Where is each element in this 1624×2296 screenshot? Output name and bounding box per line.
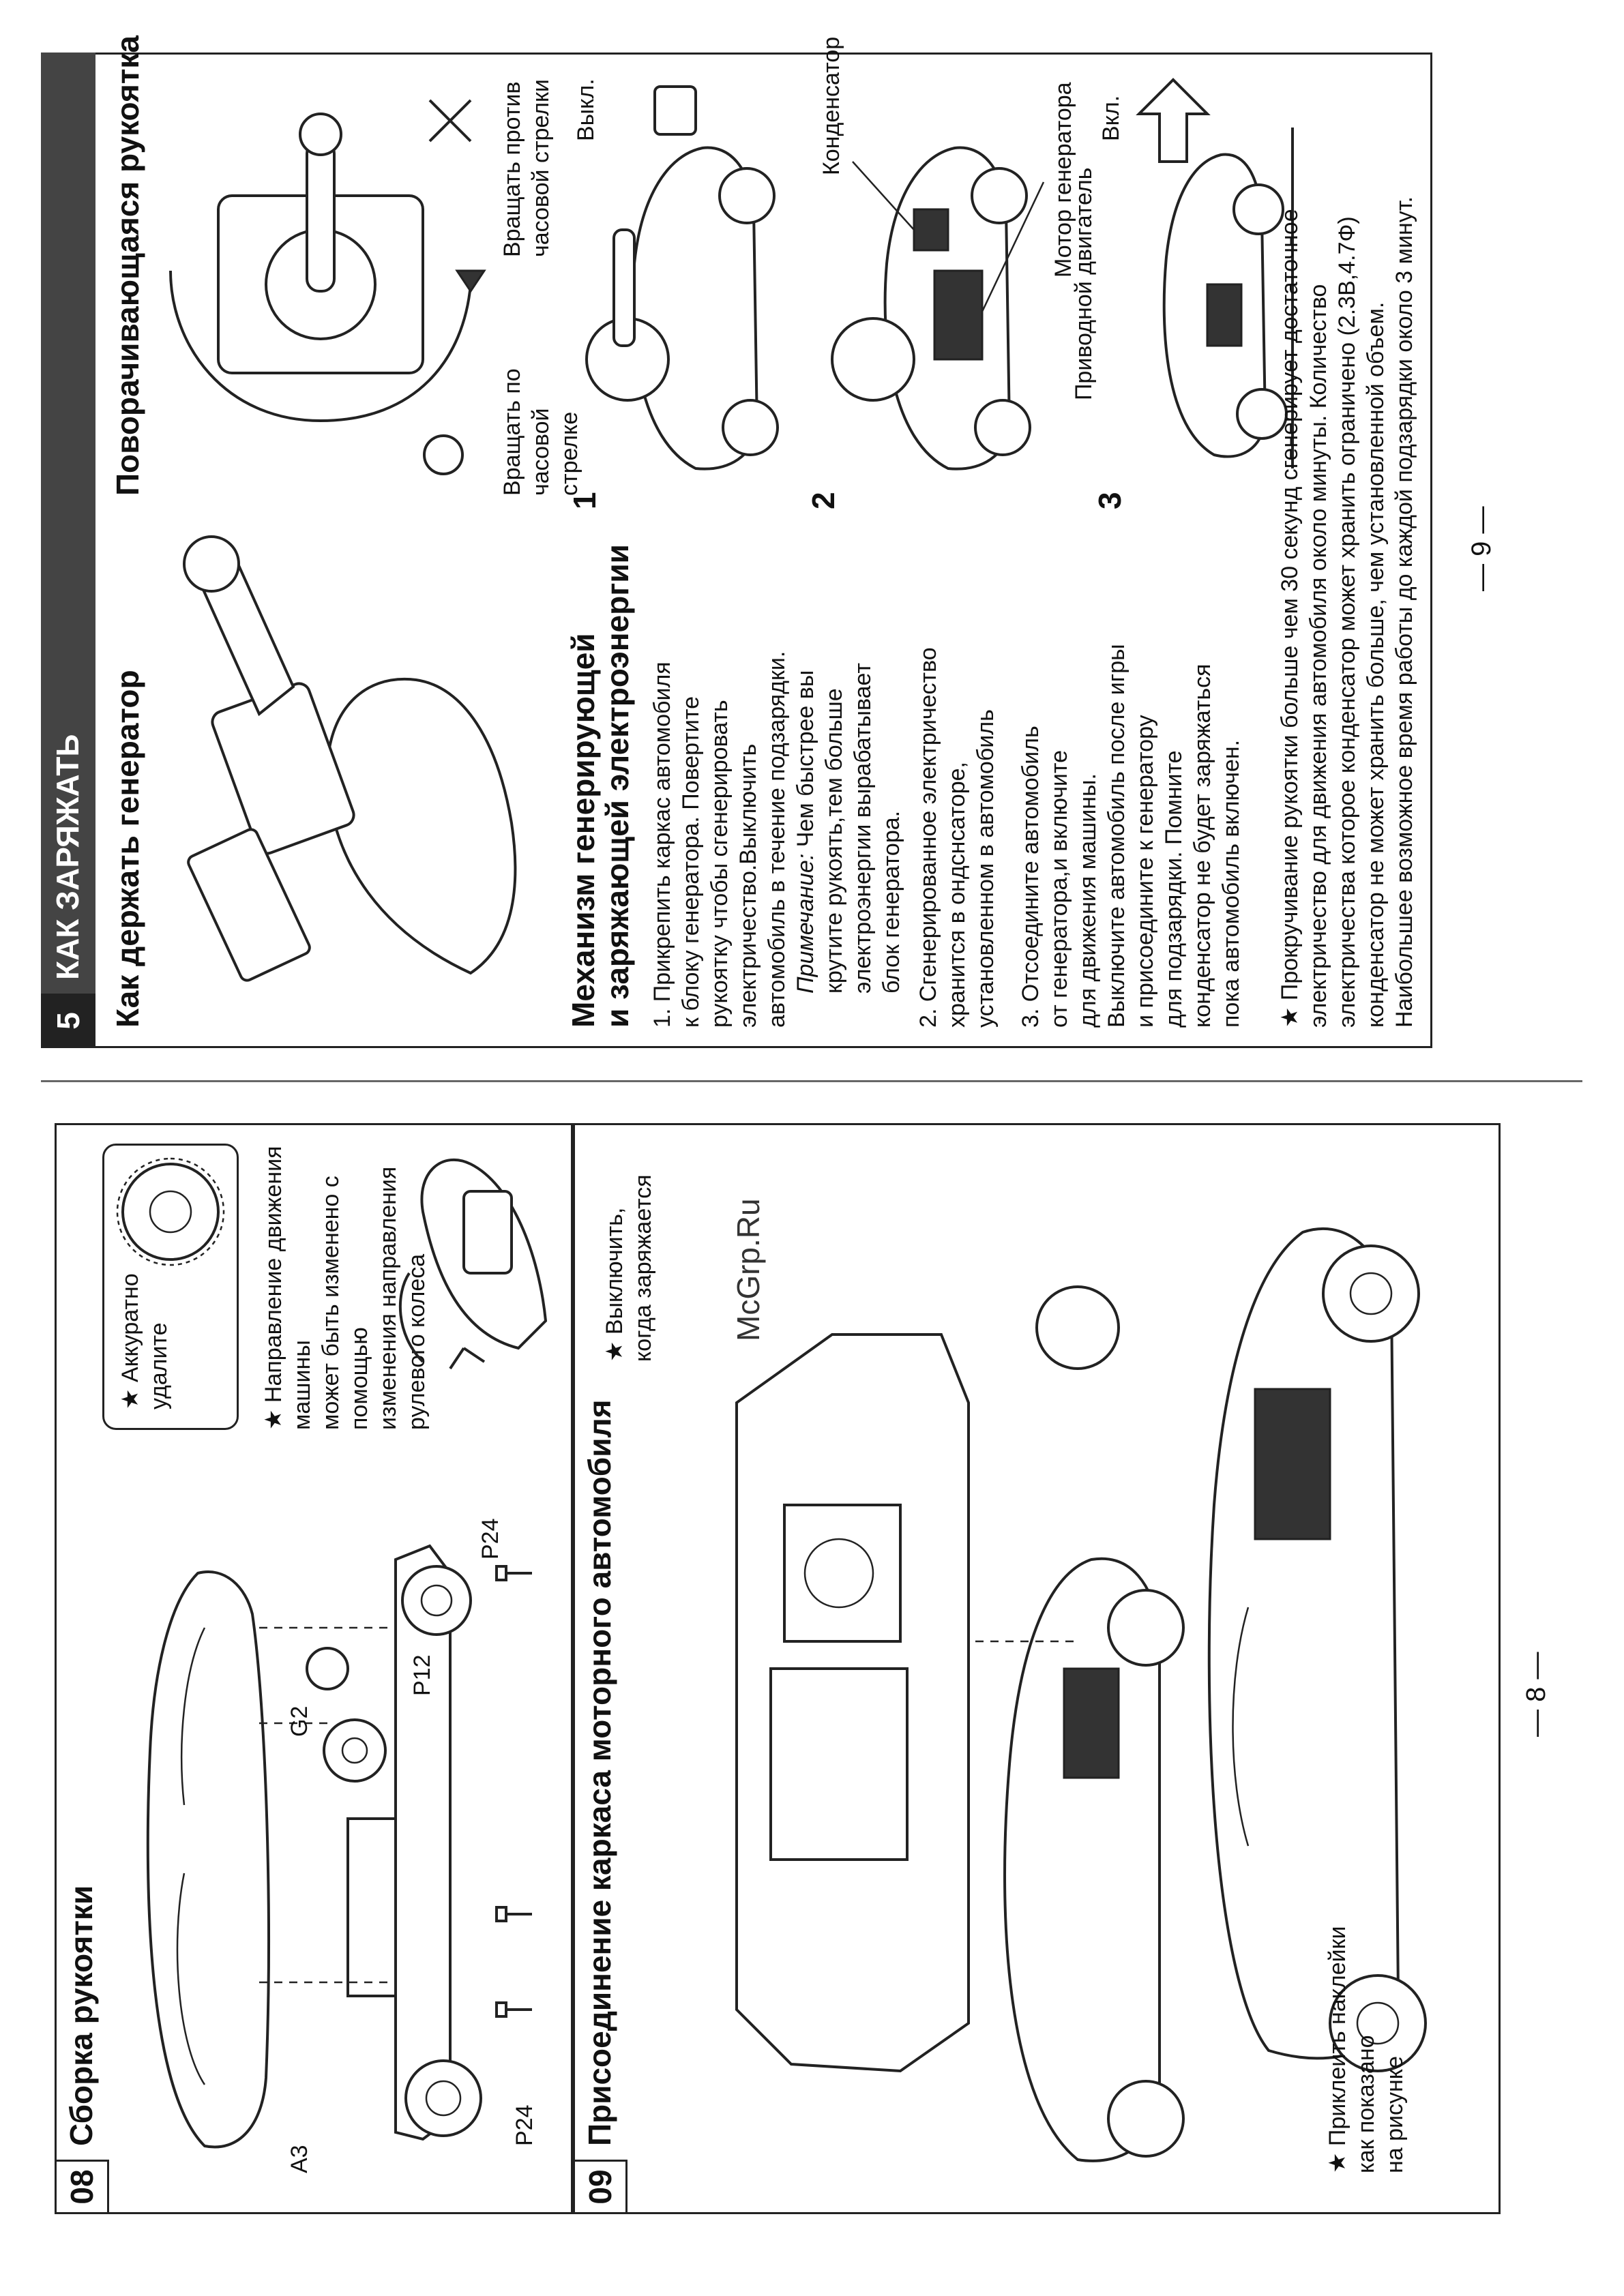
rotating-handle-illustration: [169, 99, 486, 475]
switch-off-note: ★ Выключить, когда заряжается: [602, 1174, 656, 1362]
watermark: McGrp.Ru: [730, 1198, 766, 1341]
step-1-text: 1. Прикрепить каркас автомобиля к блоку …: [648, 605, 791, 1028]
step-2-body: Сгенерированное электричество хранится в…: [915, 647, 999, 1028]
header-number: 5: [41, 994, 95, 1048]
step-3-number: 3.: [1018, 1002, 1044, 1028]
label-drive-motor: Приводной двигатель: [1071, 167, 1097, 400]
note-label: Примечание:: [793, 853, 818, 994]
part-label-p24-left: P24: [512, 2104, 537, 2147]
label-off: Выкл.: [573, 78, 599, 141]
step-1-number: 1.: [649, 1002, 675, 1028]
diagram-1-charging-illustration: [585, 85, 779, 471]
sticker-note: ★ Приклеить наклейки как показано на рис…: [1325, 1926, 1408, 2173]
step-3-body: Отсоедините автомобиль от генератора,и в…: [1018, 644, 1244, 1028]
page-number-9: — 9 —: [1466, 506, 1496, 591]
step-1-body: Прикрепить каркас автомобиля к блоку ген…: [649, 651, 790, 1028]
section-09-number: 09: [573, 2160, 628, 2214]
diagram-number-2: 2: [806, 492, 841, 509]
hand-steering-illustration: [398, 1158, 548, 1370]
section-08-title: Сборка рукоятки: [63, 1885, 99, 2146]
label-capacitor: Конденсатор: [818, 36, 844, 175]
mechanism-title: Механизм генерирующей и заряжающей элект…: [565, 544, 635, 1028]
section-09-title: Присоединение каркаса моторного автомоби…: [582, 1399, 617, 2146]
step-2-text: 2. Сгенерированное электричество хранитс…: [914, 605, 1000, 1028]
part-label-g2: G2: [286, 1705, 312, 1737]
rotate-counterclockwise-label: Вращать против часовой стрелки: [499, 79, 554, 257]
diagram-number-1: 1: [567, 492, 602, 509]
handle-assembly-illustration: [146, 1544, 532, 2149]
hand-holding-generator-illustration: [183, 535, 517, 982]
car-chassis-attach-illustration: [735, 1227, 1427, 2162]
label-on: Вкл.: [1098, 95, 1124, 141]
hold-generator-title: Как держать генератор: [110, 670, 145, 1028]
charging-footnote: ★ Прокручивание рукоятки больше чем 30 с…: [1277, 196, 1417, 1028]
step-2-number: 2.: [915, 1002, 941, 1028]
section-08-number: 08: [55, 2160, 109, 2214]
diagram-3-driving-illustration: [1136, 78, 1294, 468]
rotate-handle-title: Поворачивающаяся рукоятка: [110, 35, 145, 496]
part-label-a3: A3: [286, 2145, 312, 2173]
part-label-p24-right: P24: [477, 1518, 503, 1560]
page-number-8: — 8 —: [1521, 1652, 1551, 1737]
remove-carefully-note: ★ Аккуратно удалите: [117, 1273, 172, 1410]
gear-removal-illustration: [116, 1157, 225, 1266]
page-fold-line: [41, 1080, 1582, 1082]
part-label-p12: P12: [409, 1654, 435, 1697]
step-3-text: 3. Отсоедините автомобиль от генератора,…: [1016, 605, 1245, 1028]
diagram-number-3: 3: [1092, 492, 1127, 509]
rotate-clockwise-label: Вращать по часовой стрелке: [499, 368, 582, 496]
diagram-2-capacitor-illustration: [831, 146, 1045, 471]
header-title: КАК ЗАРЯЖАТЬ: [50, 734, 85, 980]
step-1-note: Примечание: Чем быстрее вы крутите рукоя…: [791, 584, 906, 994]
